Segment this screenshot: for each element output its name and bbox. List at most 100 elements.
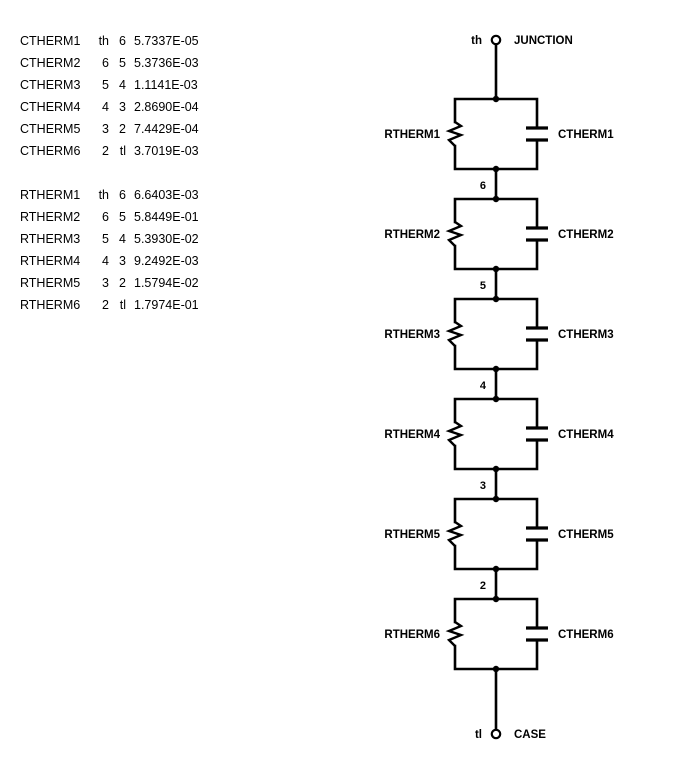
netlist-component-name: CTHERM6 (20, 144, 81, 158)
node-label: 2 (480, 580, 486, 592)
netlist-component-name: RTHERM2 (20, 210, 81, 224)
case-node-label: tl (475, 729, 482, 741)
resistor-label: RTHERM3 (384, 329, 440, 341)
netlist-node1: 4 (102, 254, 109, 268)
resistor-label: RTHERM6 (384, 629, 440, 641)
junction-node-label: th (471, 35, 482, 47)
resistor-icon (445, 421, 465, 447)
netlist-node1: 2 (102, 298, 109, 312)
netlist-node2: tl (119, 144, 126, 158)
netlist-component-name: RTHERM3 (20, 232, 81, 246)
rc-stage-4: RTHERM4 CTHERM4 3 (384, 395, 614, 501)
netlist-value: 5.3736E-03 (134, 56, 199, 70)
netlist-component-name: CTHERM2 (20, 56, 81, 70)
netlist-row: RTHERM1 th 6 6.6403E-03 (20, 184, 250, 206)
netlist-component-name: RTHERM4 (20, 254, 81, 268)
ladder-network-svg: th JUNCTION RTHERM1 CTHERM1 6 RTHERM2 (384, 34, 614, 741)
netlist-node2: 5 (119, 210, 126, 224)
resistor-icon (445, 621, 465, 647)
stage-loop-wires (453, 397, 539, 471)
netlist-component-name: CTHERM4 (20, 100, 81, 114)
resistor-label: RTHERM2 (384, 229, 440, 241)
case-terminal: tl CASE (475, 667, 546, 741)
resistor-icon (445, 521, 465, 547)
netlist-value: 1.1141E-03 (134, 78, 198, 92)
netlist-node2: 3 (119, 100, 126, 114)
netlist-node2: 4 (119, 232, 126, 246)
junction-dot (492, 195, 500, 203)
rc-stage-3: RTHERM3 CTHERM3 4 (384, 295, 614, 401)
netlist-component-name: RTHERM1 (20, 188, 81, 202)
netlist-node1: 5 (102, 232, 109, 246)
netlist-value: 1.7974E-01 (134, 298, 199, 312)
terminal-circle-icon (490, 34, 502, 46)
rc-ladder-circuit-diagram: th JUNCTION RTHERM1 CTHERM1 6 RTHERM2 (330, 0, 686, 766)
resistor-icon (445, 221, 465, 247)
node-label: 3 (480, 480, 486, 492)
netlist-component-name: CTHERM5 (20, 122, 81, 136)
netlist-node2: 6 (119, 188, 126, 202)
resistor-label: RTHERM1 (384, 129, 440, 141)
resistor-label: RTHERM4 (384, 429, 440, 441)
junction-dot (492, 395, 500, 403)
netlist-row: RTHERM6 2 tl 1.7974E-01 (20, 294, 250, 316)
capacitor-label: CTHERM3 (558, 329, 614, 341)
junction-name-label: JUNCTION (514, 35, 573, 47)
netlist-node1: th (98, 188, 109, 202)
netlist-value: 5.3930E-02 (134, 232, 199, 246)
netlist-value: 7.4429E-04 (134, 122, 199, 136)
netlist-component-name: RTHERM5 (20, 276, 81, 290)
capacitor-label: CTHERM5 (558, 529, 614, 541)
rc-stage-1: RTHERM1 CTHERM1 6 (384, 95, 614, 201)
capacitor-label: CTHERM2 (558, 229, 614, 241)
netlist-node2: 6 (119, 34, 126, 48)
netlist-node1: 4 (102, 100, 109, 114)
netlist-value: 9.2492E-03 (134, 254, 199, 268)
netlist-component-name: RTHERM6 (20, 298, 81, 312)
netlist-value: 3.7019E-03 (134, 144, 199, 158)
stage-loop-wires (453, 297, 539, 371)
netlist-node1: 3 (102, 276, 109, 290)
netlist-node1: 5 (102, 78, 109, 92)
rc-stage-2: RTHERM2 CTHERM2 5 (384, 195, 614, 301)
netlist-node2: 5 (119, 56, 126, 70)
stage-loop-wires (453, 597, 539, 671)
stage-loop-wires (453, 97, 539, 171)
resistor-icon (445, 121, 465, 147)
terminal-circle-icon (490, 728, 502, 740)
resistor-icon (445, 321, 465, 347)
netlist-value: 1.5794E-02 (134, 276, 199, 290)
netlist-node1: 3 (102, 122, 109, 136)
netlist-value: 5.8449E-01 (134, 210, 199, 224)
netlist-component-name: CTHERM3 (20, 78, 81, 92)
netlist-node2: tl (119, 298, 126, 312)
junction-dot (492, 295, 500, 303)
netlist-node1: 6 (102, 210, 109, 224)
node-label: 5 (480, 280, 486, 292)
netlist-node2: 4 (119, 78, 126, 92)
junction-terminal: th JUNCTION (471, 34, 573, 101)
stage-loop-wires (453, 197, 539, 271)
stage-loop-wires (453, 497, 539, 571)
netlist-node1: 6 (102, 56, 109, 70)
netlist-node2: 2 (119, 276, 126, 290)
netlist-node1: th (98, 34, 109, 48)
netlist-value: 2.8690E-04 (134, 100, 199, 114)
capacitor-label: CTHERM1 (558, 129, 614, 141)
capacitor-label: CTHERM4 (558, 429, 614, 441)
netlist-component-name: CTHERM1 (20, 34, 81, 48)
netlist-value: 6.6403E-03 (134, 188, 199, 202)
